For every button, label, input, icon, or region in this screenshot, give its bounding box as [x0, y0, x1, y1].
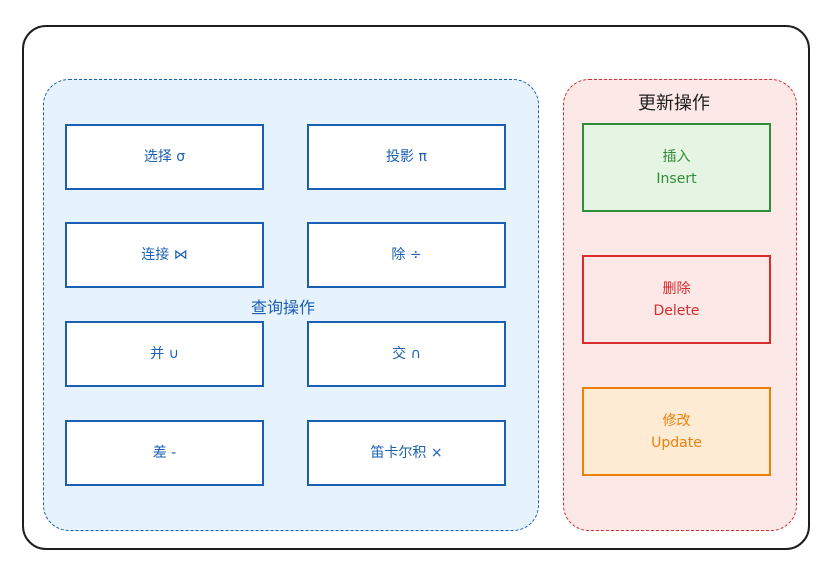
intersection-op[interactable]: 交 ∩ — [307, 321, 506, 387]
update-op[interactable]: 修改 Update — [582, 387, 771, 476]
delete-op[interactable]: 删除 Delete — [582, 255, 771, 344]
insert-op[interactable]: 插入 Insert — [582, 123, 771, 212]
project-op[interactable]: 投影 π — [307, 124, 506, 190]
difference-op[interactable]: 差 - — [65, 420, 264, 486]
union-op[interactable]: 并 ∪ — [65, 321, 264, 387]
division-op[interactable]: 除 ÷ — [307, 222, 506, 288]
cartesian-product-op[interactable]: 笛卡尔积 × — [307, 420, 506, 486]
update-group-label: 更新操作 — [638, 93, 710, 114]
select-op[interactable]: 选择 σ — [65, 124, 264, 190]
query-group-label: 查询操作 — [251, 298, 316, 317]
update-op-zh: 修改 — [662, 412, 691, 429]
delete-op-en: Delete — [653, 302, 700, 319]
delete-op-zh: 删除 — [662, 280, 691, 297]
insert-op-zh: 插入 — [662, 148, 691, 165]
insert-op-en: Insert — [656, 170, 697, 187]
update-op-en: Update — [651, 434, 702, 451]
join-op[interactable]: 连接 ⋈ — [65, 222, 264, 288]
